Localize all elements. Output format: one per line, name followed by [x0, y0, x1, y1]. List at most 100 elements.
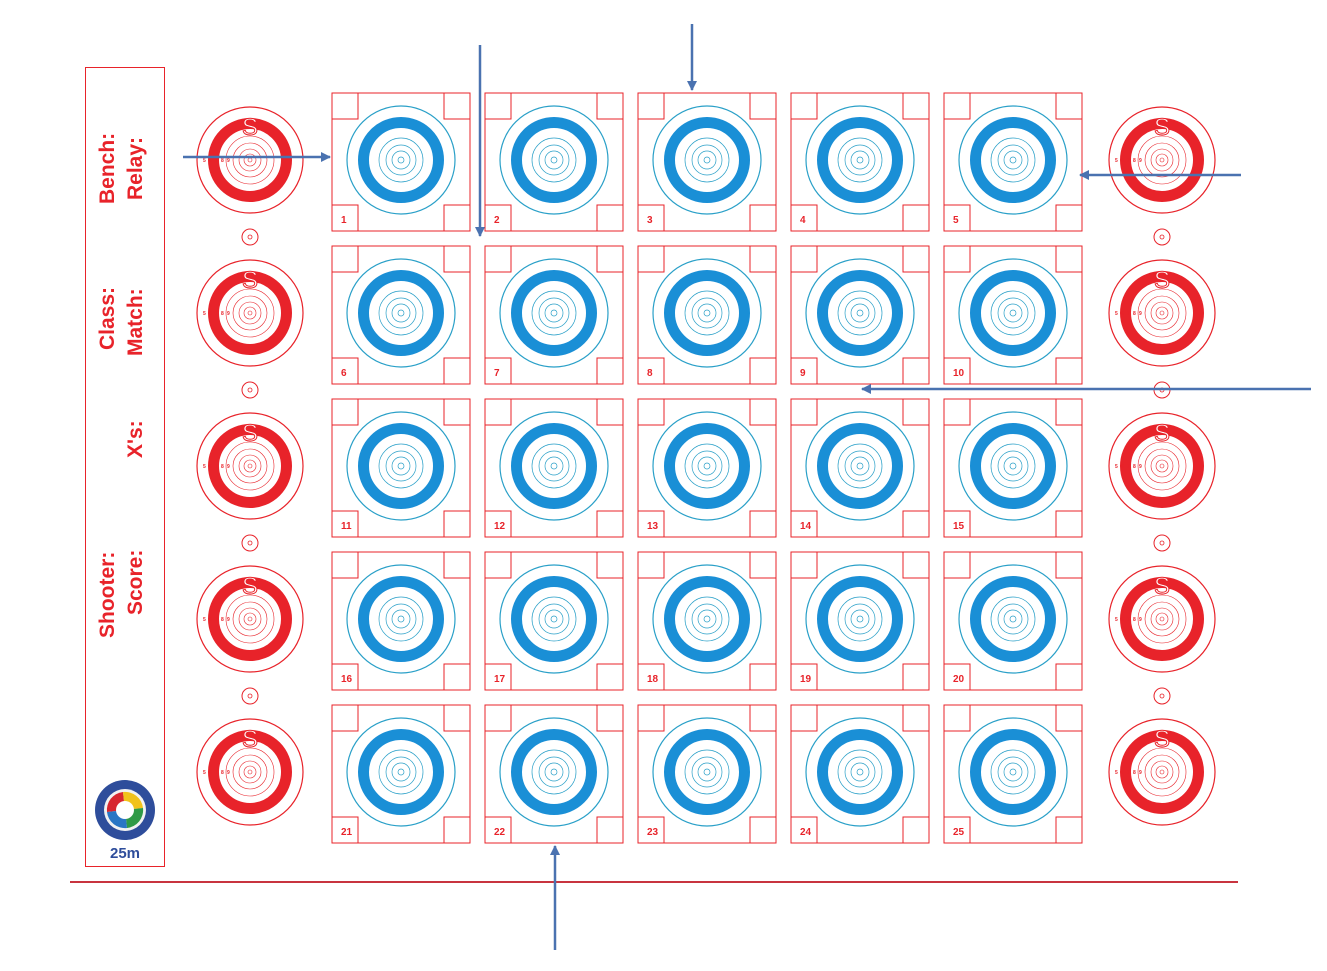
ring-score-label: 8 [1133, 158, 1136, 164]
label-xs: X's: [124, 420, 147, 458]
target-frame [790, 704, 930, 844]
scoring-ring [378, 137, 424, 183]
blue-band [358, 423, 444, 509]
scoring-ring [684, 596, 730, 642]
scoring-ring [850, 456, 870, 476]
scoring-ring [703, 309, 711, 317]
scoring-ring [691, 756, 723, 788]
aiming-dot [241, 381, 259, 399]
record-target: 1 [331, 92, 471, 232]
corner-box [637, 92, 665, 120]
target-frame [943, 245, 1083, 385]
sighter-ring [243, 612, 257, 626]
target-frame [790, 92, 930, 232]
record-target: 7 [484, 245, 624, 385]
ring-score-label: 7 [215, 311, 218, 317]
corner-box [749, 398, 777, 426]
blue-band [817, 729, 903, 815]
blue-band [511, 576, 597, 662]
outer-ring [805, 105, 915, 215]
sighter-ring [238, 760, 262, 784]
ring-score-label: 7 [1127, 617, 1130, 623]
ring-score-label: 6 [209, 617, 212, 623]
target-frame [943, 398, 1083, 538]
corner-box [1055, 816, 1083, 844]
sighter-ring [1159, 310, 1165, 316]
indicator-arrows [183, 24, 1311, 950]
scoring-ring [391, 303, 411, 323]
corner-box [443, 816, 471, 844]
scoring-ring [850, 762, 870, 782]
target-number: 10 [953, 368, 965, 379]
corner-box [943, 357, 971, 385]
target-number: 25 [953, 827, 965, 838]
scoring-ring [990, 596, 1036, 642]
outer-ring [346, 105, 456, 215]
sighter-ring [232, 142, 268, 178]
sighter-ring [1150, 760, 1174, 784]
corner-box [943, 704, 971, 732]
sighter-ring [232, 448, 268, 484]
target-number: 15 [953, 521, 965, 532]
sighter-ring [1150, 454, 1174, 478]
blue-band [664, 729, 750, 815]
corner-box [902, 398, 930, 426]
record-target: 22 [484, 704, 624, 844]
target-frame [331, 398, 471, 538]
corner-box [637, 663, 665, 691]
scoring-ring [844, 756, 876, 788]
ring-score-label: 5 [203, 617, 206, 623]
corner-box [331, 551, 359, 579]
blue-band [970, 117, 1056, 203]
scoring-ring [397, 462, 405, 470]
ring-score-label: 5 [1115, 311, 1118, 317]
target-number: 9 [800, 368, 806, 379]
sighter-outer-ring [1108, 106, 1216, 214]
corner-box [902, 663, 930, 691]
outer-ring [958, 258, 1068, 368]
scoring-ring [1009, 462, 1017, 470]
scoring-ring [1009, 156, 1017, 164]
scoring-ring [544, 762, 564, 782]
ring-score-label: 9 [227, 770, 230, 776]
target-frame [331, 245, 471, 385]
ring-score-label: 6 [209, 770, 212, 776]
corner-box [331, 357, 359, 385]
sighter-ring [243, 306, 257, 320]
target-number: 19 [800, 674, 812, 685]
label-score: Score: [124, 549, 147, 615]
sighter-red-band [1120, 730, 1204, 814]
corner-box [943, 204, 971, 232]
ring-score-label: 9 [227, 464, 230, 470]
corner-box [1055, 398, 1083, 426]
outer-ring [958, 717, 1068, 827]
ring-score-label: 6 [1121, 464, 1124, 470]
scoring-ring [844, 603, 876, 635]
blue-band [664, 117, 750, 203]
scoring-ring [385, 144, 417, 176]
scoring-ring [691, 603, 723, 635]
record-target: 4 [790, 92, 930, 232]
sighter-outer-ring [1108, 412, 1216, 520]
ring-score-label: 5 [203, 311, 206, 317]
federation-logo [95, 780, 155, 840]
corner-box [749, 204, 777, 232]
sighter-ring [1144, 754, 1180, 790]
label-class: Class: [96, 286, 119, 350]
sighter-outer-ring [1108, 565, 1216, 673]
outer-ring [652, 105, 762, 215]
scoring-ring [385, 450, 417, 482]
target-frame [637, 245, 777, 385]
corner-box [749, 92, 777, 120]
target-number: 4 [800, 215, 806, 226]
corner-box [596, 245, 624, 273]
blue-band [511, 729, 597, 815]
sighter-letter: S [242, 267, 258, 294]
scoring-ring [391, 456, 411, 476]
outer-ring [805, 564, 915, 674]
scoring-ring [391, 609, 411, 629]
ring-score-label: 8 [221, 464, 224, 470]
